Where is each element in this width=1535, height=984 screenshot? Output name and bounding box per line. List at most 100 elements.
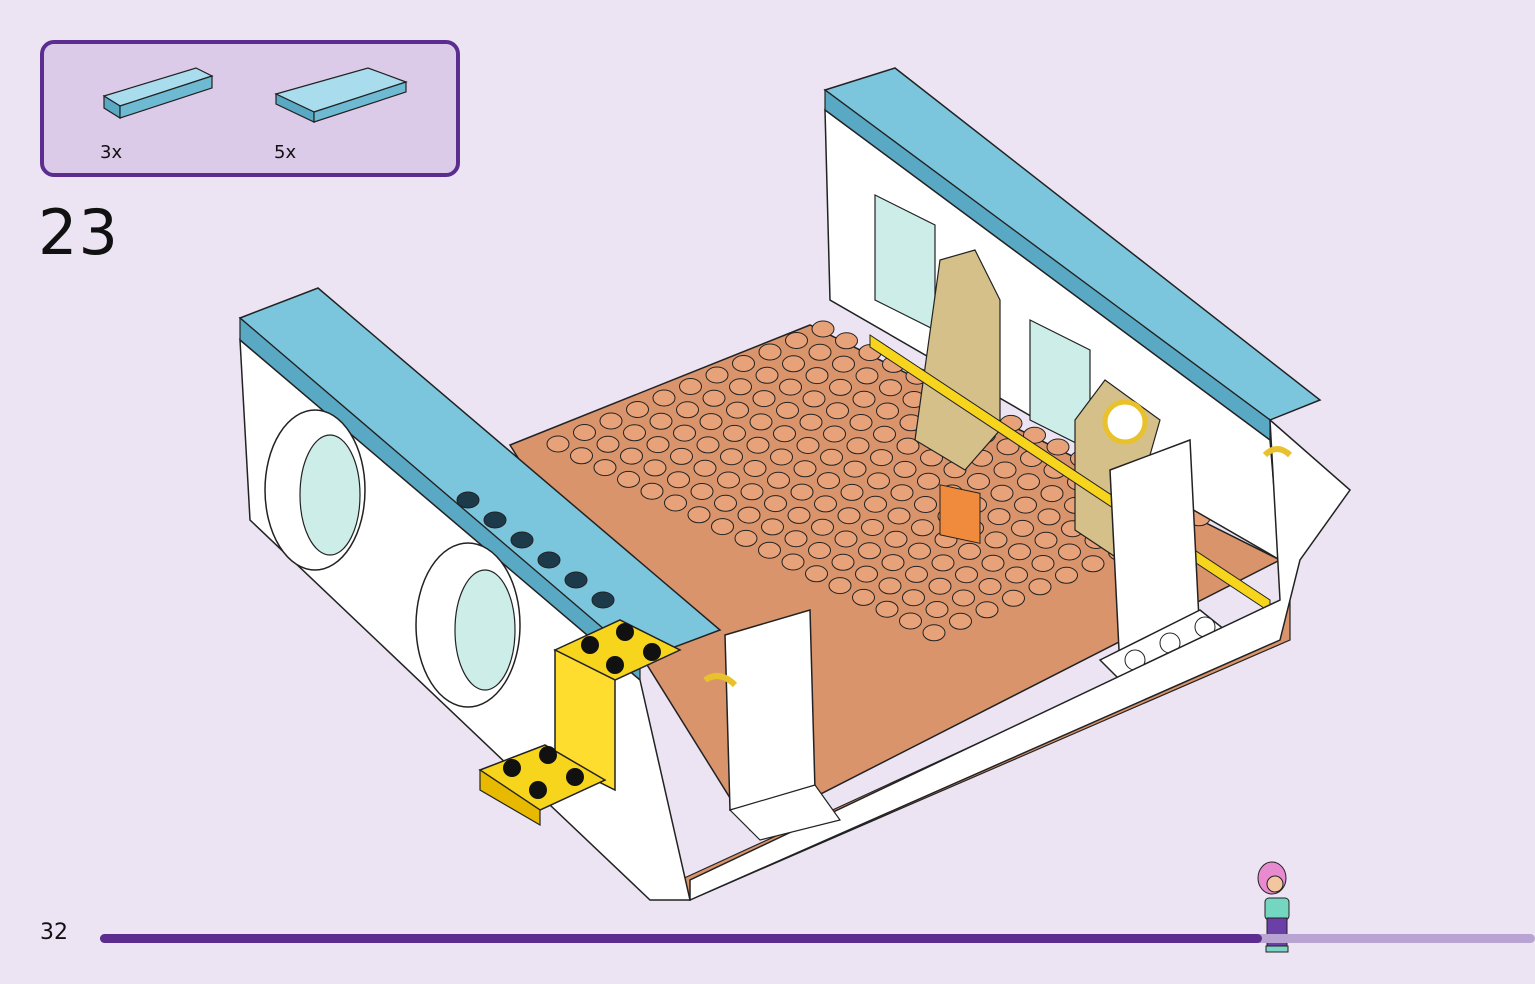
baseplate-stud: [829, 378, 852, 396]
baseplate-stud: [570, 447, 593, 465]
baseplate-stud: [593, 459, 617, 477]
baseplate-stud: [808, 542, 831, 559]
baseplate-stud: [922, 624, 946, 642]
baseplate-stud: [861, 519, 884, 536]
baseplate-stud: [840, 483, 864, 501]
baseplate-stud: [737, 506, 761, 524]
progress-fill: [100, 934, 1263, 943]
baseplate-stud: [828, 577, 852, 595]
wall-stud: [510, 531, 534, 549]
baseplate-stud: [870, 449, 893, 467]
baseplate-stud: [958, 542, 981, 560]
baseplate-stud: [799, 413, 823, 431]
wall-stud: [483, 511, 507, 529]
baseplate-stud: [723, 424, 746, 442]
baseplate-stud: [729, 378, 752, 396]
baseplate-stud: [1023, 426, 1046, 444]
baseplate-stud: [805, 367, 829, 385]
part-quantity: 5x: [274, 142, 297, 163]
baseplate-stud: [673, 424, 696, 442]
baseplate-stud: [805, 565, 828, 583]
baseplate-stud: [905, 565, 928, 583]
baseplate-stud: [849, 414, 873, 431]
baseplate-stud: [881, 554, 905, 572]
baseplate-stud: [702, 389, 726, 407]
baseplate-stud: [884, 530, 908, 548]
baseplate-stud: [617, 470, 640, 488]
baseplate-stud: [667, 471, 690, 489]
baseplate-stud: [1014, 496, 1037, 514]
baseplate-stud: [670, 447, 693, 465]
baseplate-stud: [787, 506, 811, 524]
baseplate-stud: [1040, 485, 1064, 503]
baseplate-stud: [826, 402, 849, 420]
baseplate-stud: [811, 518, 834, 536]
baseplate-stud: [773, 425, 796, 443]
baseplate-stud: [676, 401, 699, 419]
baseplate-stud: [867, 472, 890, 490]
baseplate-stud: [711, 518, 734, 536]
baseplate-stud: [1028, 578, 1052, 596]
baseplate-stud: [978, 578, 1002, 595]
wall-stud: [537, 551, 561, 569]
part-item: 3x: [100, 66, 220, 163]
baseplate-stud: [843, 460, 867, 478]
baseplate-stud: [984, 531, 1008, 549]
baseplate-stud: [749, 413, 773, 431]
baseplate-stud: [852, 390, 876, 408]
baseplate-stud: [664, 494, 687, 512]
baseplate-stud: [852, 588, 875, 606]
baseplate-stud: [823, 425, 846, 443]
baseplate-stud: [690, 483, 714, 500]
part-item: 5x: [274, 66, 414, 163]
baseplate-stud: [858, 542, 881, 560]
baseplate-stud: [1037, 508, 1061, 526]
baseplate-stud: [878, 577, 902, 595]
baseplate-stud: [620, 447, 643, 465]
baseplate-stud: [952, 589, 975, 607]
baseplate-stud: [758, 541, 781, 559]
baseplate-stud: [643, 459, 667, 477]
baseplate-stud: [811, 320, 835, 338]
baseplate-stud: [887, 507, 911, 525]
baseplate-stud: [1034, 531, 1058, 549]
baseplate-stud: [755, 366, 779, 384]
baseplate-stud: [902, 589, 925, 607]
baseplate-stud: [896, 437, 920, 455]
wall-stud: [564, 571, 588, 589]
baseplate-stud: [875, 600, 899, 618]
baseplate-stud: [596, 435, 620, 453]
baseplate-stud: [1002, 589, 1025, 607]
baseplate-stud: [837, 507, 861, 525]
part-quantity: 3x: [100, 142, 123, 163]
step-number: 23: [38, 196, 119, 269]
baseplate-stud: [1081, 555, 1105, 573]
baseplate-stud: [767, 471, 790, 489]
baseplate-stud: [696, 436, 720, 454]
baseplate-stud: [626, 401, 649, 418]
baseplate-stud: [699, 413, 723, 431]
baseplate-stud: [908, 542, 931, 560]
baseplate-stud: [931, 554, 955, 572]
baseplate-stud: [925, 601, 949, 618]
baseplate-stud: [784, 530, 808, 548]
baseplate-stud: [623, 424, 646, 442]
baseplate-stud: [758, 343, 782, 361]
baseplate-stud: [1017, 473, 1040, 491]
baseplate-stud: [705, 366, 729, 384]
baseplate-stud: [832, 355, 855, 373]
baseplate-stud: [790, 483, 814, 501]
baseplate-stud: [776, 401, 799, 419]
baseplate-stud: [855, 565, 878, 583]
baseplate-stud: [890, 484, 914, 502]
baseplate-stud: [808, 343, 832, 361]
baseplate-stud: [814, 495, 837, 513]
baseplate-stud: [1008, 543, 1031, 561]
baseplate-stud: [899, 612, 922, 630]
baseplate-stud: [876, 402, 899, 420]
baseplate-stud: [599, 412, 623, 430]
baseplate-stud: [928, 577, 952, 595]
baseplate-stud: [855, 367, 879, 385]
baseplate-stud: [720, 448, 743, 466]
baseplate-stud: [785, 332, 808, 349]
